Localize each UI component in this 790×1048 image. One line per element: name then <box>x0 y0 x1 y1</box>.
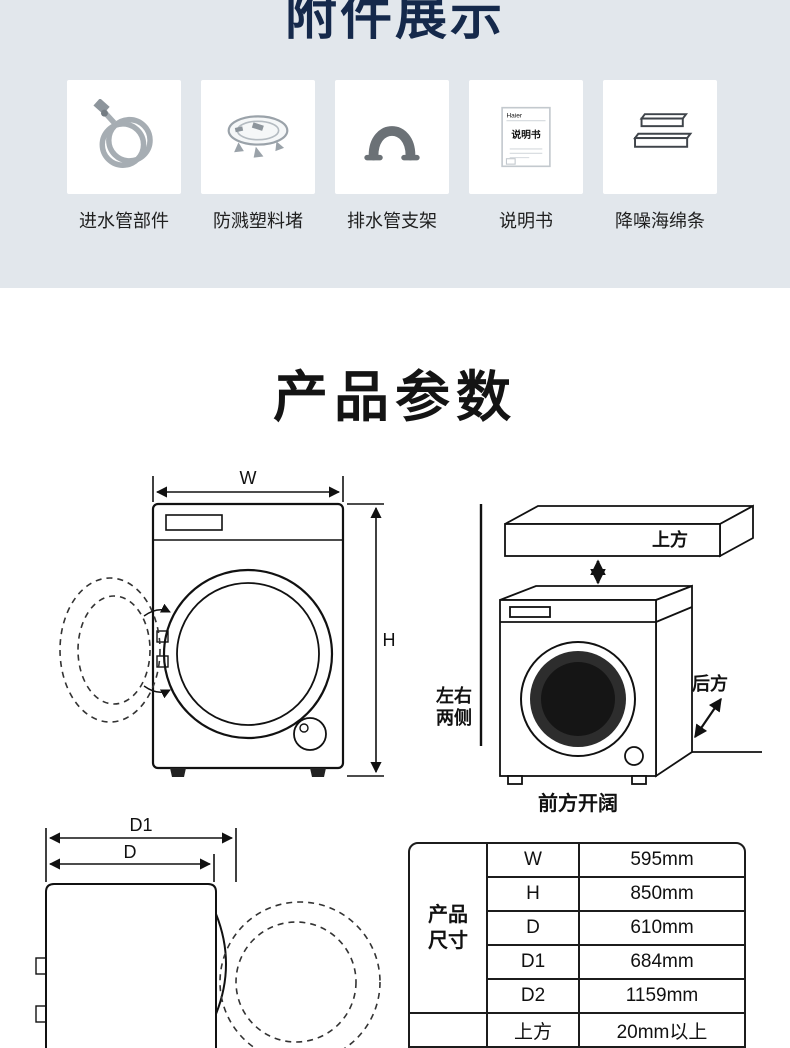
accessory-label: 排水管支架 <box>347 211 437 231</box>
dim-value-cell: 1159mm <box>580 980 744 1014</box>
accessory-item: 排水管支架 <box>335 80 449 233</box>
washer-front-outline <box>151 502 345 770</box>
door-outer-circle <box>162 568 334 740</box>
accessory-label: 防溅塑料堵 <box>213 211 303 231</box>
side-clearance-label-1: 左右 <box>436 685 472 706</box>
accessory-card: Haier 说明书 <box>469 80 583 194</box>
accessory-cards: 进水管部件 防溅塑料堵 <box>67 80 717 233</box>
plastic-plug-icon <box>227 115 289 158</box>
accessory-item: 防溅塑料堵 <box>201 80 315 233</box>
accessory-label: 进水管部件 <box>79 211 169 231</box>
accessory-card <box>67 80 181 194</box>
knob-circle <box>293 717 327 751</box>
accessory-item: 进水管部件 <box>67 80 181 233</box>
front-view-diagram: W H <box>59 468 396 777</box>
height-dimension <box>347 503 384 777</box>
door-inner-circle <box>176 582 320 726</box>
dim-key-cell: W <box>488 844 580 878</box>
table-row: H 850mm <box>410 878 744 912</box>
dim-value-cell: 610mm <box>580 912 744 946</box>
table-row: 上方 20mm以上 <box>410 1014 744 1048</box>
washer-feet <box>170 768 326 777</box>
width-dimension <box>152 476 344 502</box>
width-label: W <box>240 468 257 488</box>
dimension-table: 产品尺寸 W 595mm H 850mm D 610mm D1 684mm D2… <box>408 842 746 1048</box>
dim-value-cell: 684mm <box>580 946 744 980</box>
clearance-diagram: 上方 左右 两侧 后方 前方开阔 <box>436 504 762 815</box>
rear-clearance-label: 后方 <box>692 673 728 694</box>
dim-value-cell: 20mm以上 <box>580 1014 744 1048</box>
dim-value-cell: 850mm <box>580 878 744 912</box>
params-title: 产品参数 <box>272 366 517 428</box>
dim-key-cell: D1 <box>488 946 580 980</box>
accessory-card <box>201 80 315 194</box>
sponge-strips-icon <box>633 113 693 148</box>
d-label: D <box>124 842 137 862</box>
top-clearance-label: 上方 <box>652 529 688 550</box>
door-swing-arrows <box>143 603 171 699</box>
accessory-item: Haier 说明书 说明书 <box>469 80 583 233</box>
manual-brand-text: Haier <box>506 112 522 119</box>
top-view-diagram: D1 D <box>35 818 381 1048</box>
height-label: H <box>383 630 396 650</box>
table-section-header: 产品尺寸 <box>410 844 488 1014</box>
table-row: D 610mm <box>410 912 744 946</box>
manual-title-text: 说明书 <box>511 128 541 141</box>
inlet-hose-icon <box>93 99 153 168</box>
open-door-swing-dashed <box>59 577 161 723</box>
accessory-label: 降噪海绵条 <box>615 211 705 231</box>
manual-icon: Haier 说明书 <box>501 106 551 168</box>
front-open-label: 前方开阔 <box>538 791 618 815</box>
table-section-header-next <box>410 1014 488 1048</box>
washer-top-outline <box>35 883 227 1048</box>
side-clearance-label-2: 两侧 <box>436 708 472 728</box>
dim-key-cell: 上方 <box>488 1014 580 1048</box>
accessory-label: 说明书 <box>499 211 553 231</box>
accessory-item: 降噪海绵条 <box>603 80 717 233</box>
dim-key-cell: D <box>488 912 580 946</box>
dim-key-cell: D2 <box>488 980 580 1014</box>
dark-door-center <box>541 662 615 736</box>
dim-key-cell: H <box>488 878 580 912</box>
door-swing-dashed <box>219 901 381 1048</box>
table-row: D1 684mm <box>410 946 744 980</box>
depth-dimensions <box>45 828 237 882</box>
drain-bracket-icon <box>364 126 420 161</box>
accessories-title: 附件展示 <box>284 0 505 46</box>
accessory-card <box>603 80 717 194</box>
table-row: D2 1159mm <box>410 980 744 1014</box>
table-row: 产品尺寸 W 595mm <box>410 844 744 1014</box>
accessories-section: 附件展示 进水管部件 <box>0 0 790 288</box>
cabinet-above <box>504 504 754 558</box>
dim-value-cell: 595mm <box>580 844 744 878</box>
d1-label: D1 <box>129 818 152 835</box>
accessory-card <box>335 80 449 194</box>
rear-clearance-arrow <box>694 697 722 739</box>
